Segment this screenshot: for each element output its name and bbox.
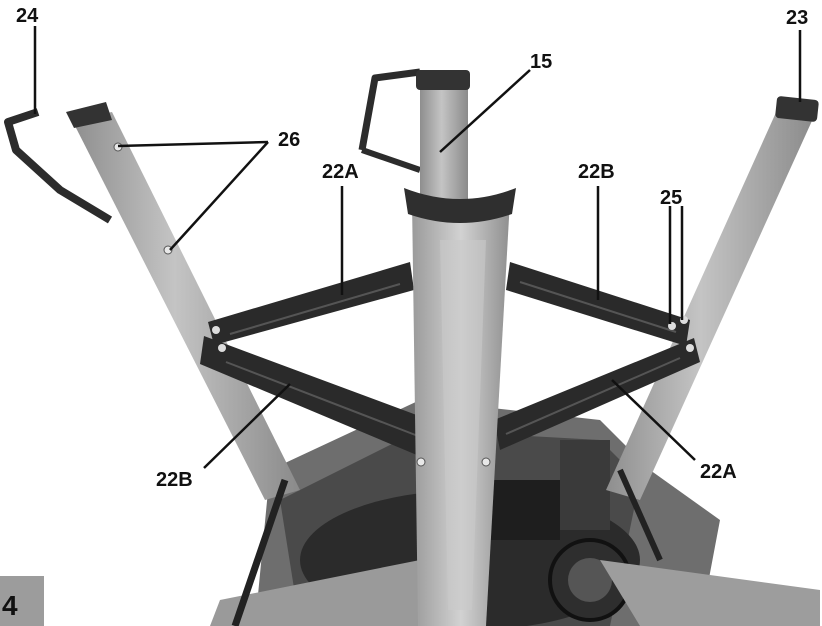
leader-26b [169, 141, 269, 251]
callout-26: 26 [278, 129, 301, 151]
callout-22b-top: 22B [578, 161, 615, 183]
motor-base [210, 400, 820, 626]
callout-15: 15 [530, 51, 553, 73]
leader-lines [33, 26, 802, 469]
handle-tube-23 [606, 96, 819, 562]
callout-25: 25 [660, 187, 683, 209]
leader-22b-bottom [203, 383, 291, 469]
leader-22a-right [611, 379, 696, 461]
figure-number: 4 [2, 590, 18, 621]
callout-24: 24 [16, 5, 39, 27]
leader-26a [117, 140, 269, 148]
handle-tube-24 [4, 102, 300, 500]
figure-number-tab: 4 [0, 576, 44, 626]
leader-15 [439, 69, 531, 153]
callout-22a-right: 22A [700, 461, 737, 483]
callout-22b-bottom: 22B [156, 469, 193, 491]
front-tube [404, 188, 516, 626]
cross-bars [200, 262, 700, 458]
callout-23: 23 [786, 7, 809, 29]
support-leg [231, 478, 289, 626]
callout-22a-left: 22A [322, 161, 359, 183]
